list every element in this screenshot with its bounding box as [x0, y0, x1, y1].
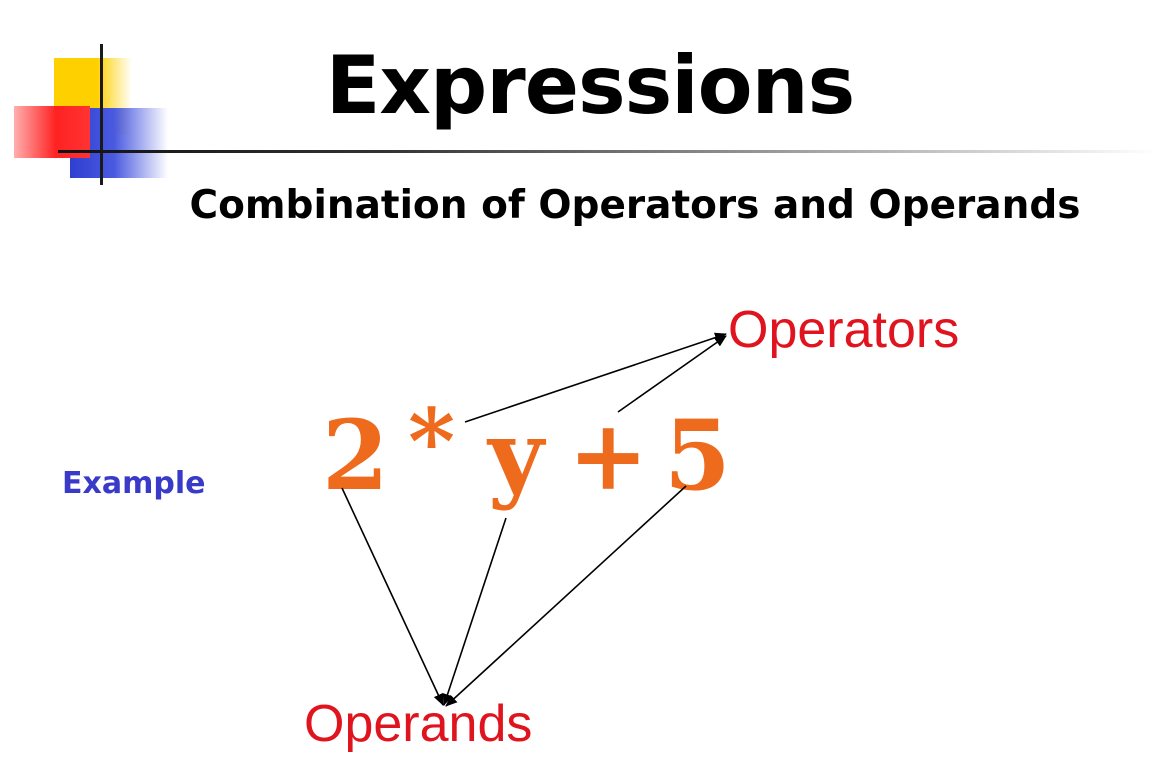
- operand-y: y: [488, 399, 544, 512]
- arrow-y-to-operands: [442, 517, 507, 706]
- title-underline: [58, 150, 1158, 153]
- example-label: Example: [62, 466, 206, 501]
- operator-multiply: *: [408, 389, 456, 495]
- arrow-plus-to-operators: [617, 335, 727, 413]
- operator-plus: +: [568, 399, 649, 512]
- slide-subtitle: Combination of Operators and Operands: [189, 183, 1081, 228]
- decor-red-square: [14, 106, 90, 158]
- operand-2: 2: [322, 399, 389, 512]
- slide-title: Expressions: [325, 39, 855, 132]
- decor-vertical-line: [100, 44, 103, 185]
- arrow-5-to-operands: [445, 485, 687, 707]
- arrow-multiply-to-operators: [464, 332, 727, 423]
- expression: 2 * y + 5: [318, 389, 738, 516]
- operands-label: Operands: [304, 695, 533, 753]
- arrow-2-to-operands: [341, 487, 444, 706]
- operand-5: 5: [664, 399, 731, 512]
- operators-label: Operators: [728, 301, 960, 359]
